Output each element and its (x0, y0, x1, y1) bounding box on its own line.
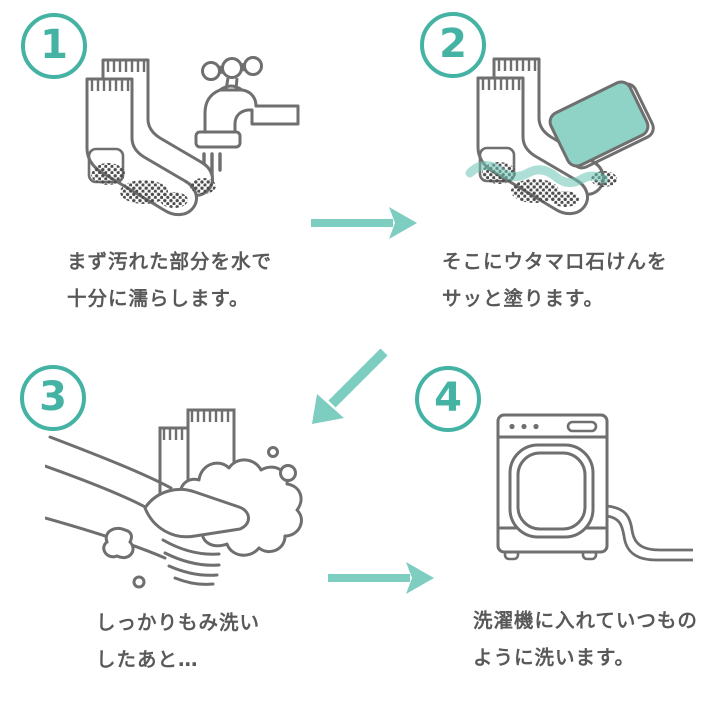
step-1-caption: まず汚れた部分を水で 十分に濡らします。 (67, 243, 272, 317)
arrow-step3-to-step4-icon (328, 562, 434, 594)
step-3-number: 3 (39, 374, 67, 420)
caption-line: サッと塗ります。 (442, 287, 605, 310)
caption-line: しっかりもみ洗い (96, 611, 261, 634)
socks-under-faucet-icon (85, 56, 300, 217)
step-2-caption: そこにウタマロ石けんを サッと塗ります。 (442, 243, 668, 317)
step-4-caption: 洗濯機に入れていつもの ように洗います。 (473, 602, 698, 676)
soap-bar (548, 80, 655, 170)
arrow-step1-to-step2-icon (311, 207, 417, 239)
caption-line: ように洗います。 (473, 646, 636, 669)
step-3-caption: しっかりもみ洗い したあと… (96, 604, 260, 678)
step-2-number-badge: 2 (420, 12, 486, 78)
hand-washing-icon (45, 408, 303, 589)
caption-line: 十分に濡らします。 (67, 287, 250, 310)
step-4-number-badge: 4 (415, 366, 481, 432)
step-1-number-badge: 1 (21, 13, 87, 79)
sock-soap-apply-icon (465, 57, 655, 216)
arrow-step2-to-step3-icon (312, 348, 388, 424)
soap-smear (465, 161, 609, 187)
caption-line: まず汚れた部分を水で (67, 250, 273, 273)
step-2-number: 2 (439, 21, 467, 67)
caption-line: 洗濯機に入れていつもの (473, 609, 698, 632)
step-1-number: 1 (40, 22, 68, 68)
step-4-number: 4 (434, 375, 462, 421)
caption-line: そこにウタマロ石けんを (442, 250, 668, 273)
caption-line: したあと… (96, 648, 199, 671)
washing-machine-icon (496, 413, 693, 562)
step-3-number-badge: 3 (20, 365, 86, 431)
